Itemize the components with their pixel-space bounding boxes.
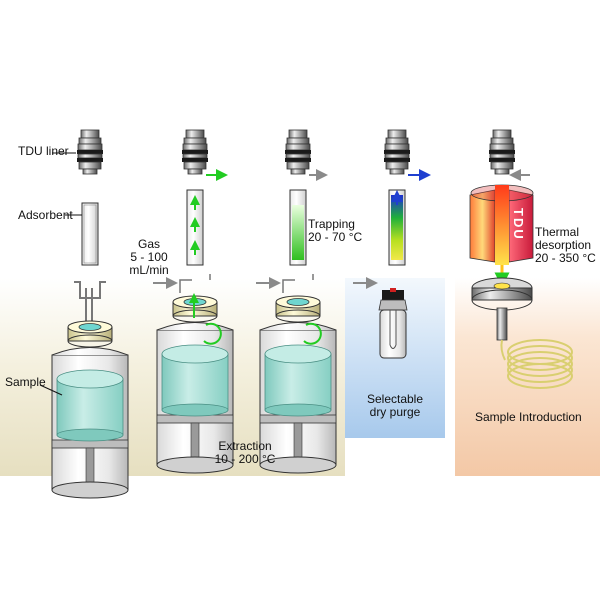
tdu-heater-text: TDU [511, 208, 526, 241]
dry-purge-label-line1: Selectable [366, 392, 424, 406]
tdu-liner-5 [488, 129, 530, 181]
tdu-liner-1 [76, 129, 104, 266]
dry-purge-label-line2: dry purge [369, 405, 421, 419]
dry-purge-vial [378, 288, 408, 359]
sample-label: Sample [5, 375, 46, 389]
extraction-label-line1: Extraction [218, 439, 272, 453]
gas-label-line3: mL/min [129, 263, 169, 277]
tdu-heater [469, 184, 534, 288]
extraction-label: Extraction 10 - 200 °C [195, 440, 295, 466]
trapping-label-line2: 20 - 70 °C [308, 230, 363, 244]
thermal-label-line2: desorption [535, 238, 592, 252]
injector-base [471, 277, 533, 361]
gas-label-line1: Gas [137, 237, 160, 251]
tdu-liner-4 [383, 129, 431, 266]
tdu-liner-3 [284, 129, 328, 266]
thermal-desorption-label: Thermal desorption 20 - 350 °C [535, 226, 596, 265]
adsorbent-label: Adsorbent [18, 208, 73, 222]
gas-label-line2: 5 - 100 [130, 250, 168, 264]
thermal-label-line3: 20 - 350 °C [535, 251, 596, 265]
gas-flow-label: Gas 5 - 100 mL/min [120, 238, 178, 277]
sample-introduction-label: Sample Introduction [475, 410, 582, 424]
gc-column-coil [507, 339, 573, 389]
desorption-panel [455, 278, 600, 476]
trapping-label-line1: Trapping [308, 217, 355, 231]
tdu-liner-2 [181, 129, 228, 266]
dry-purge-label: Selectable dry purge [350, 393, 440, 419]
extraction-label-line2: 10 - 200 °C [214, 452, 276, 466]
trapping-label: Trapping 20 - 70 °C [308, 218, 362, 244]
thermal-label-line1: Thermal [535, 225, 580, 239]
tdu-liner-label: TDU liner [18, 144, 69, 158]
